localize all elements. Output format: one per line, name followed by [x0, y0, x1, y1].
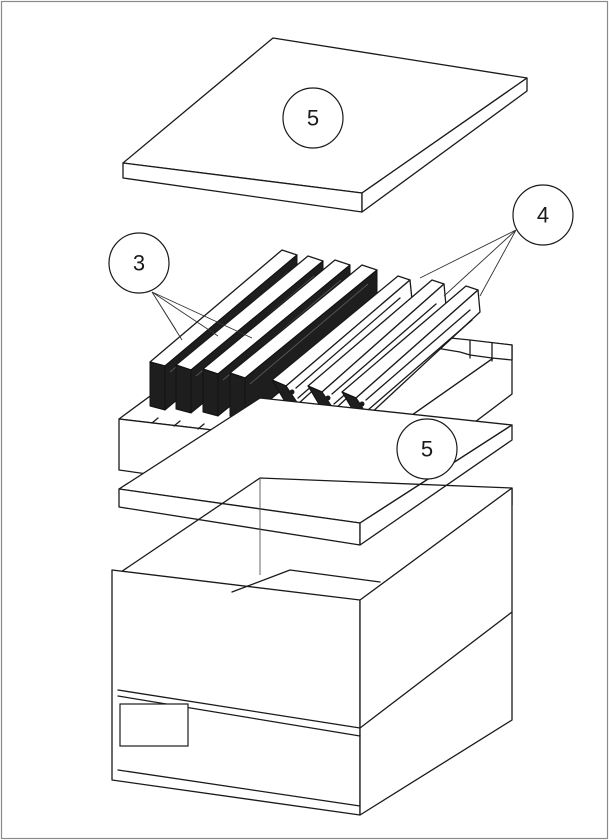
- cassettes-group-3: [149, 249, 378, 421]
- callout-label-lid: 5: [307, 106, 319, 131]
- cassettes-group-4: [271, 275, 481, 417]
- callout-label-foam: 5: [421, 437, 433, 462]
- callout-cassettes-a: 3: [108, 232, 170, 294]
- shipping-box: [111, 477, 513, 816]
- callout-label-cassettes-a: 3: [133, 251, 145, 276]
- cassette-frame: [271, 275, 413, 405]
- callout-lid: 5: [282, 87, 344, 149]
- leader-lines: [151, 229, 517, 341]
- callout-foam: 5: [396, 418, 458, 480]
- callout-label-cassettes-b: 4: [537, 203, 549, 228]
- callout-cassettes-b: 4: [512, 184, 574, 246]
- box-label-plate: [119, 703, 189, 747]
- cassette-frame: [341, 285, 481, 417]
